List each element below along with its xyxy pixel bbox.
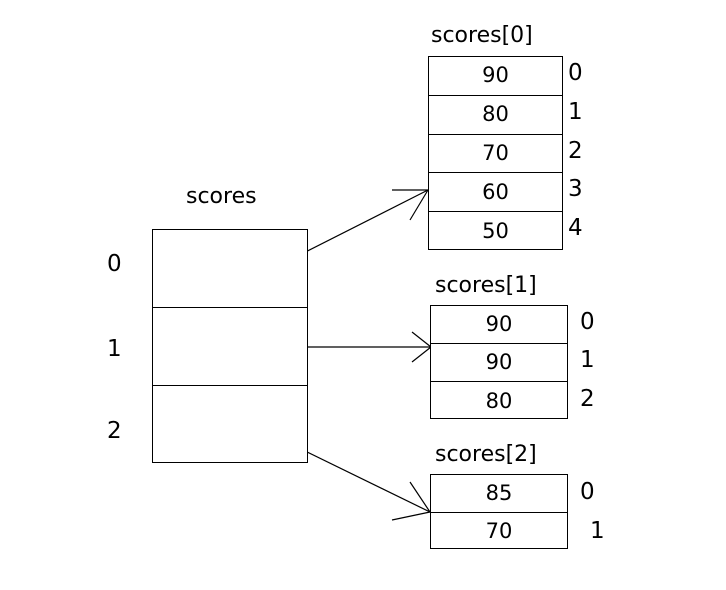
scores-index-label-0: 0 [107,251,122,277]
scores0-cell-0[interactable]: 90 [429,57,562,96]
scores2-array-box: 85 70 [430,474,568,549]
scores2-index-label-0: 0 [580,479,595,505]
scores1-cell-2[interactable]: 80 [485,388,513,413]
scores1-index-label-1: 1 [580,347,595,373]
scores-index-label-2: 2 [107,418,122,444]
scores-cell-1[interactable] [153,308,307,386]
scores0-index-label-3: 3 [568,176,583,202]
scores0-index-label-2: 2 [568,138,583,164]
scores0-cell-3[interactable]: 60 [429,173,562,213]
scores2-cell-1[interactable]: 70 [485,518,513,543]
scores1-cell-1[interactable]: 90 [431,344,567,382]
scores0-array-box: 90 80 70 60 50 [428,56,563,250]
scores-array-caption: scores [186,184,257,209]
scores2-cell-0[interactable]: 85 [431,475,567,513]
scores1-index-label-2: 2 [580,386,595,412]
scores0-array-caption: scores[0] [431,23,533,48]
scores-cell-0[interactable] [153,230,307,308]
scores1-cell-0[interactable]: 90 [431,306,567,344]
scores2-index-label-1: 1 [590,518,605,544]
scores0-index-label-0: 0 [568,60,583,86]
scores1-array-box: 90 90 80 [430,305,568,419]
scores2-array-caption: scores[2] [435,442,537,467]
scores-index-label-1: 1 [107,336,122,362]
scores1-index-label-0: 0 [580,309,595,335]
scores0-index-label-1: 1 [568,99,583,125]
scores0-index-label-4: 4 [568,215,583,241]
scores0-cell-4[interactable]: 50 [482,219,509,244]
scores-array-box [152,229,308,463]
scores-cell-2[interactable] [153,386,307,464]
scores0-cell-2[interactable]: 70 [429,135,562,174]
scores1-array-caption: scores[1] [435,273,537,298]
scores0-cell-1[interactable]: 80 [429,96,562,135]
